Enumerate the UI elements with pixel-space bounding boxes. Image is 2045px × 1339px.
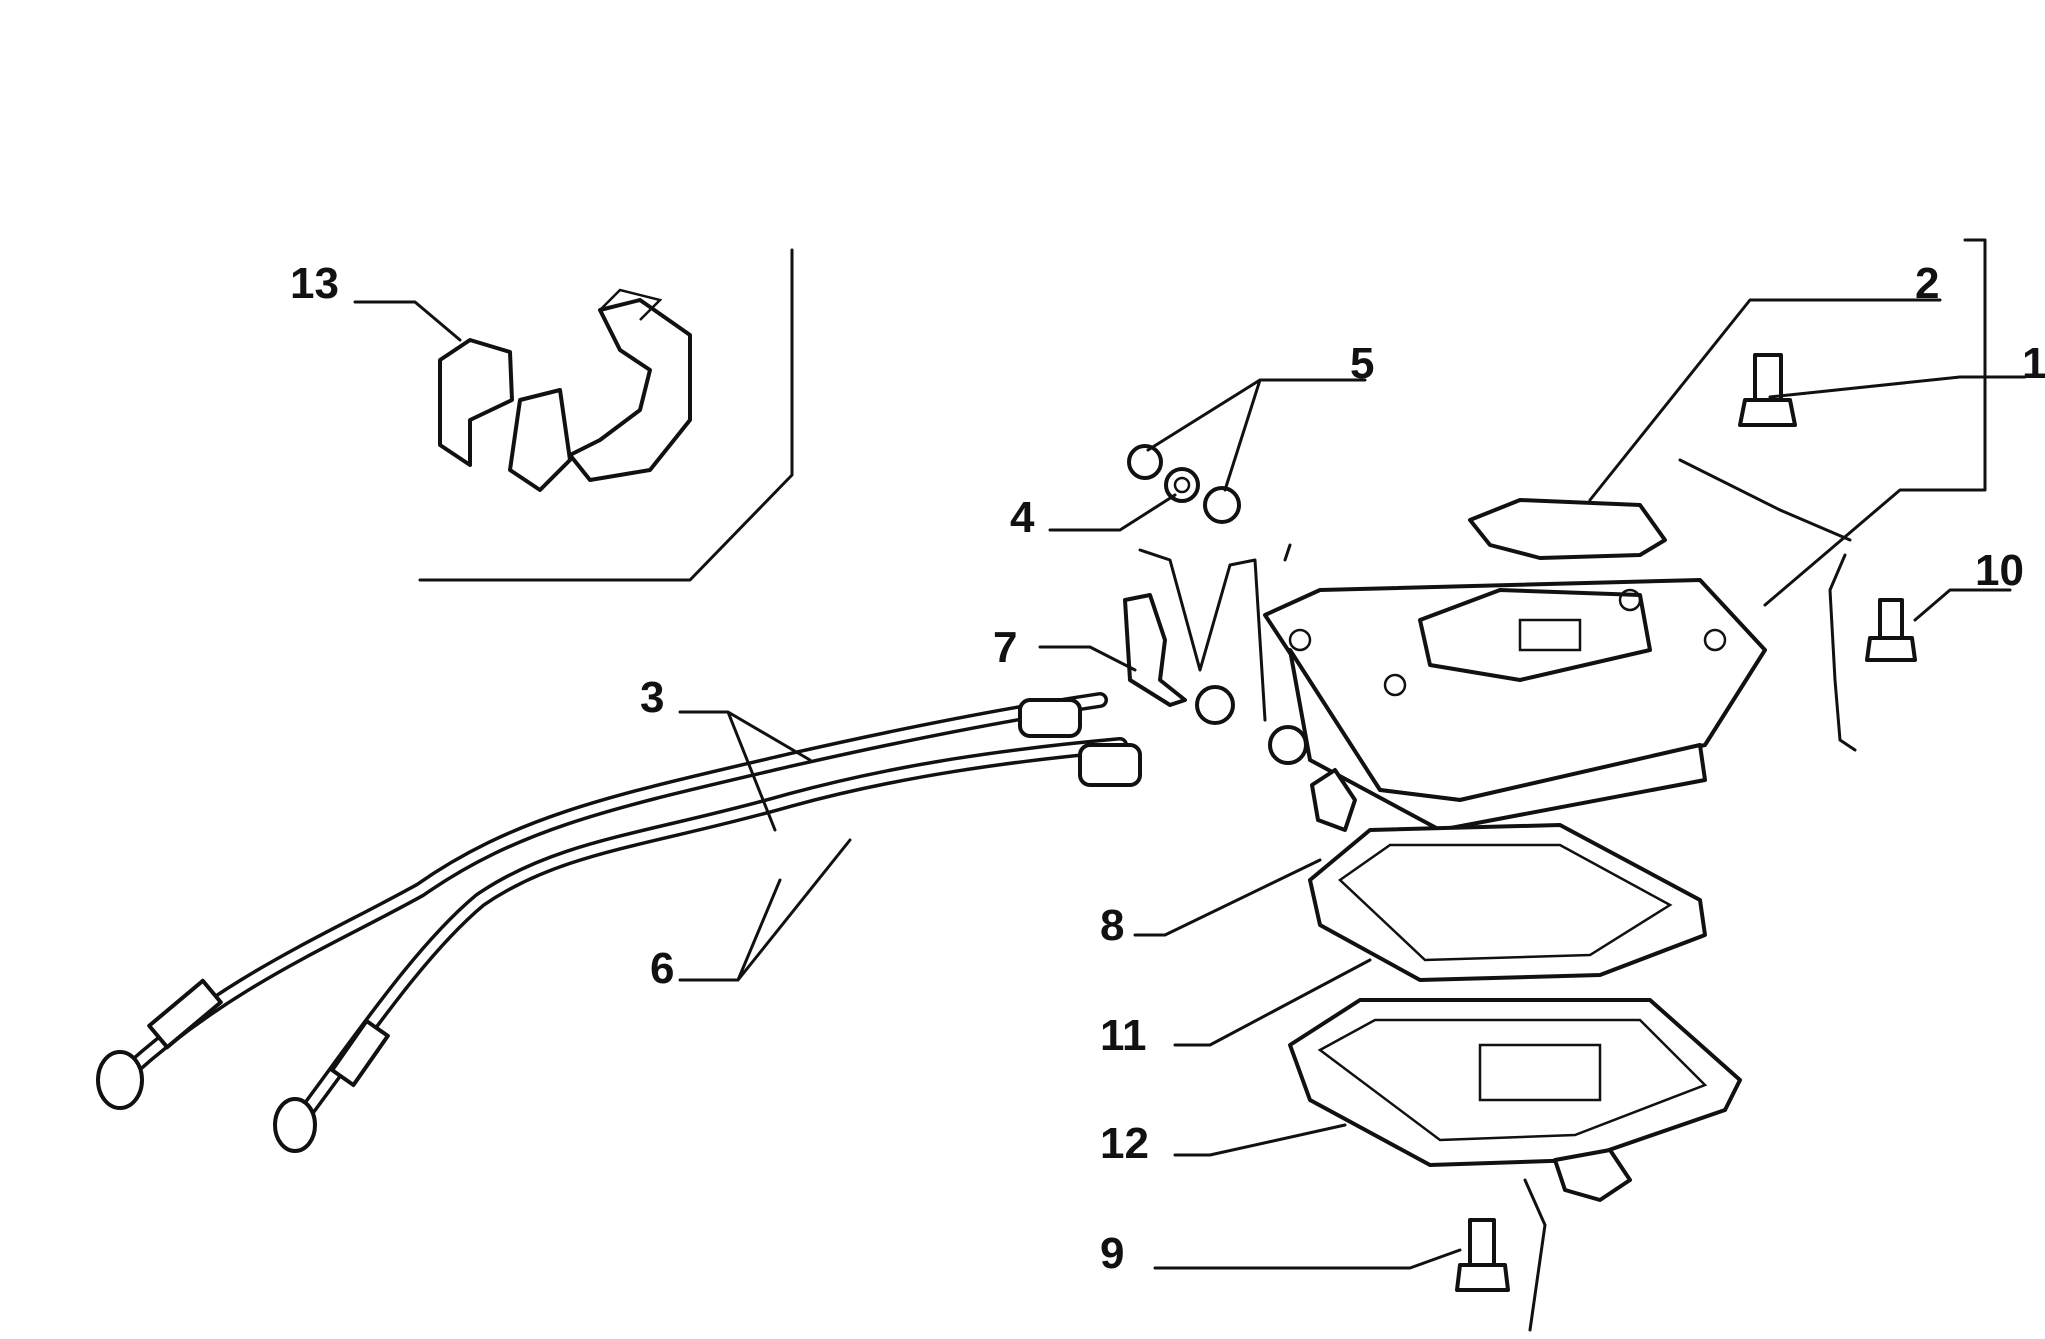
label-9: 9 — [1100, 1229, 1124, 1278]
clip-part-8 — [1310, 768, 1357, 832]
label-1: 1 — [2022, 339, 2045, 388]
label-5: 5 — [1350, 339, 1374, 388]
label-7: 7 — [993, 623, 1017, 672]
bushings-parts-4-5 — [1127, 444, 1241, 524]
gasket-part-11 — [1308, 823, 1707, 982]
label-6: 6 — [650, 944, 674, 993]
label-11: 11 — [1100, 1011, 1147, 1060]
label-13: 13 — [290, 259, 339, 308]
plate-part-2 — [1468, 498, 1667, 560]
bolt-part-1 — [1738, 353, 1797, 427]
label-10: 10 — [1975, 546, 2024, 595]
label-4: 4 — [1010, 493, 1035, 542]
label-2: 2 — [1915, 259, 1939, 308]
bolt-part-10 — [1865, 598, 1917, 662]
label-8: 8 — [1100, 901, 1124, 950]
leader-lines — [353, 298, 2027, 1270]
clip-part-13 — [438, 288, 692, 492]
cover-part-12 — [1288, 998, 1742, 1167]
label-12: 12 — [1100, 1119, 1149, 1168]
inset-frame — [418, 248, 794, 582]
label-3: 3 — [640, 673, 664, 722]
cables-3-6 — [96, 685, 1308, 1153]
bracket-part-7 — [1123, 593, 1187, 707]
tab-part-12 — [1553, 1148, 1632, 1202]
bolt-part-9 — [1455, 1218, 1510, 1292]
